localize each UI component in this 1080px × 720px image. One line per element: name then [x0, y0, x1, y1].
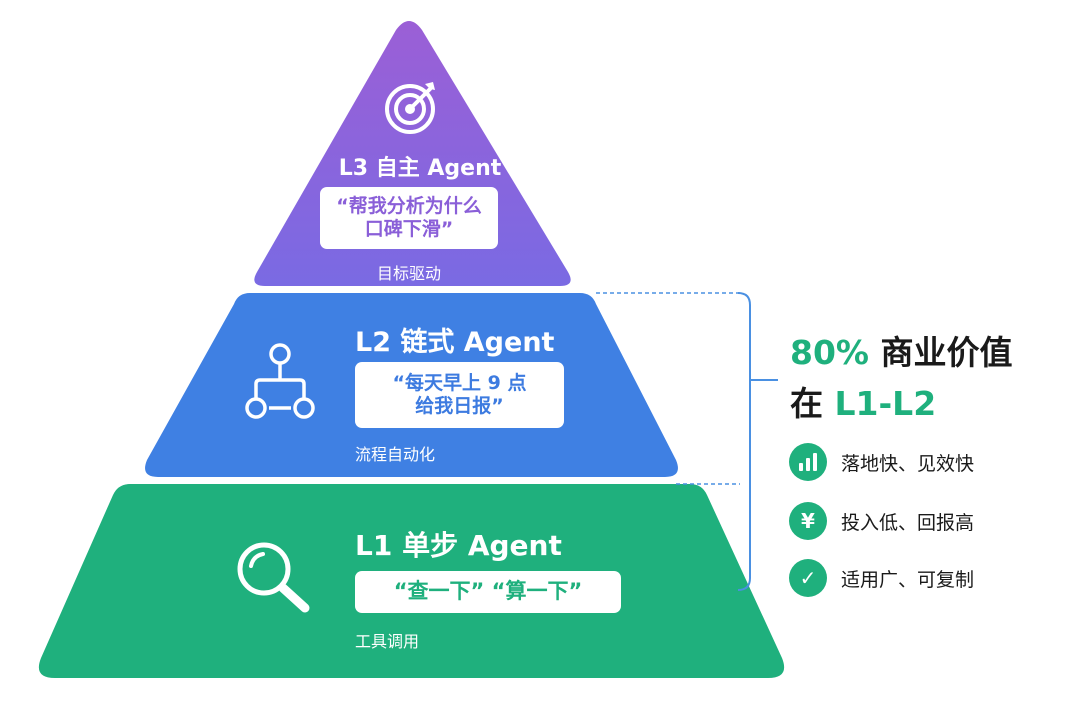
- flow-tree-icon: [240, 342, 320, 422]
- headline-range: L1-L2: [834, 384, 937, 423]
- magnifier-icon: [233, 538, 315, 616]
- tier-l2-quote-line-1: “每天早上 9 点: [392, 372, 527, 395]
- tier-l2-title: L2 链式 Agent: [355, 327, 555, 358]
- bracket-connector: [596, 292, 778, 591]
- tier-l3-quote-line-2: 口碑下滑”: [364, 218, 454, 240]
- headline-value-text: 商业价值: [869, 333, 1013, 372]
- value-headline: 80% 商业价值: [790, 326, 1013, 374]
- tier-l1-subtitle: 工具调用: [355, 632, 420, 651]
- tier-l1-quote-line-1: “查一下” “算一下”: [393, 579, 583, 604]
- benefit-label: 投入低、回报高: [841, 511, 975, 534]
- value-headline-range: 在 L1-L2: [790, 377, 936, 425]
- tier-l2-subtitle: 流程自动化: [355, 445, 436, 464]
- headline-prefix: 在: [790, 384, 835, 423]
- tier-l3-title: L3 自主 Agent: [338, 156, 502, 181]
- tier-l1-title: L1 单步 Agent: [355, 529, 562, 562]
- benefit-item: ¥ 投入低、回报高: [789, 502, 974, 540]
- bar-chart-icon: [789, 443, 827, 481]
- tier-l2-quote: “每天早上 9 点 给我日报”: [355, 362, 564, 428]
- benefit-item: 落地快、见效快: [789, 443, 974, 481]
- headline-percent: 80%: [790, 333, 869, 372]
- tier-l3-subtitle: 目标驱动: [376, 264, 441, 283]
- benefit-label: 落地快、见效快: [841, 452, 975, 475]
- tier-l3-quote: “帮我分析为什么 口碑下滑”: [320, 187, 498, 249]
- benefit-label: 适用广、可复制: [841, 568, 975, 591]
- tier-l2-quote-line-2: 给我日报”: [415, 395, 504, 417]
- check-icon: ✓: [789, 559, 827, 597]
- target-icon: [383, 78, 441, 136]
- tier-l3-quote-line-1: “帮我分析为什么: [336, 195, 482, 218]
- benefit-item: ✓ 适用广、可复制: [789, 559, 974, 597]
- tier-l1-quote: “查一下” “算一下”: [355, 571, 621, 613]
- yen-icon: ¥: [789, 502, 827, 540]
